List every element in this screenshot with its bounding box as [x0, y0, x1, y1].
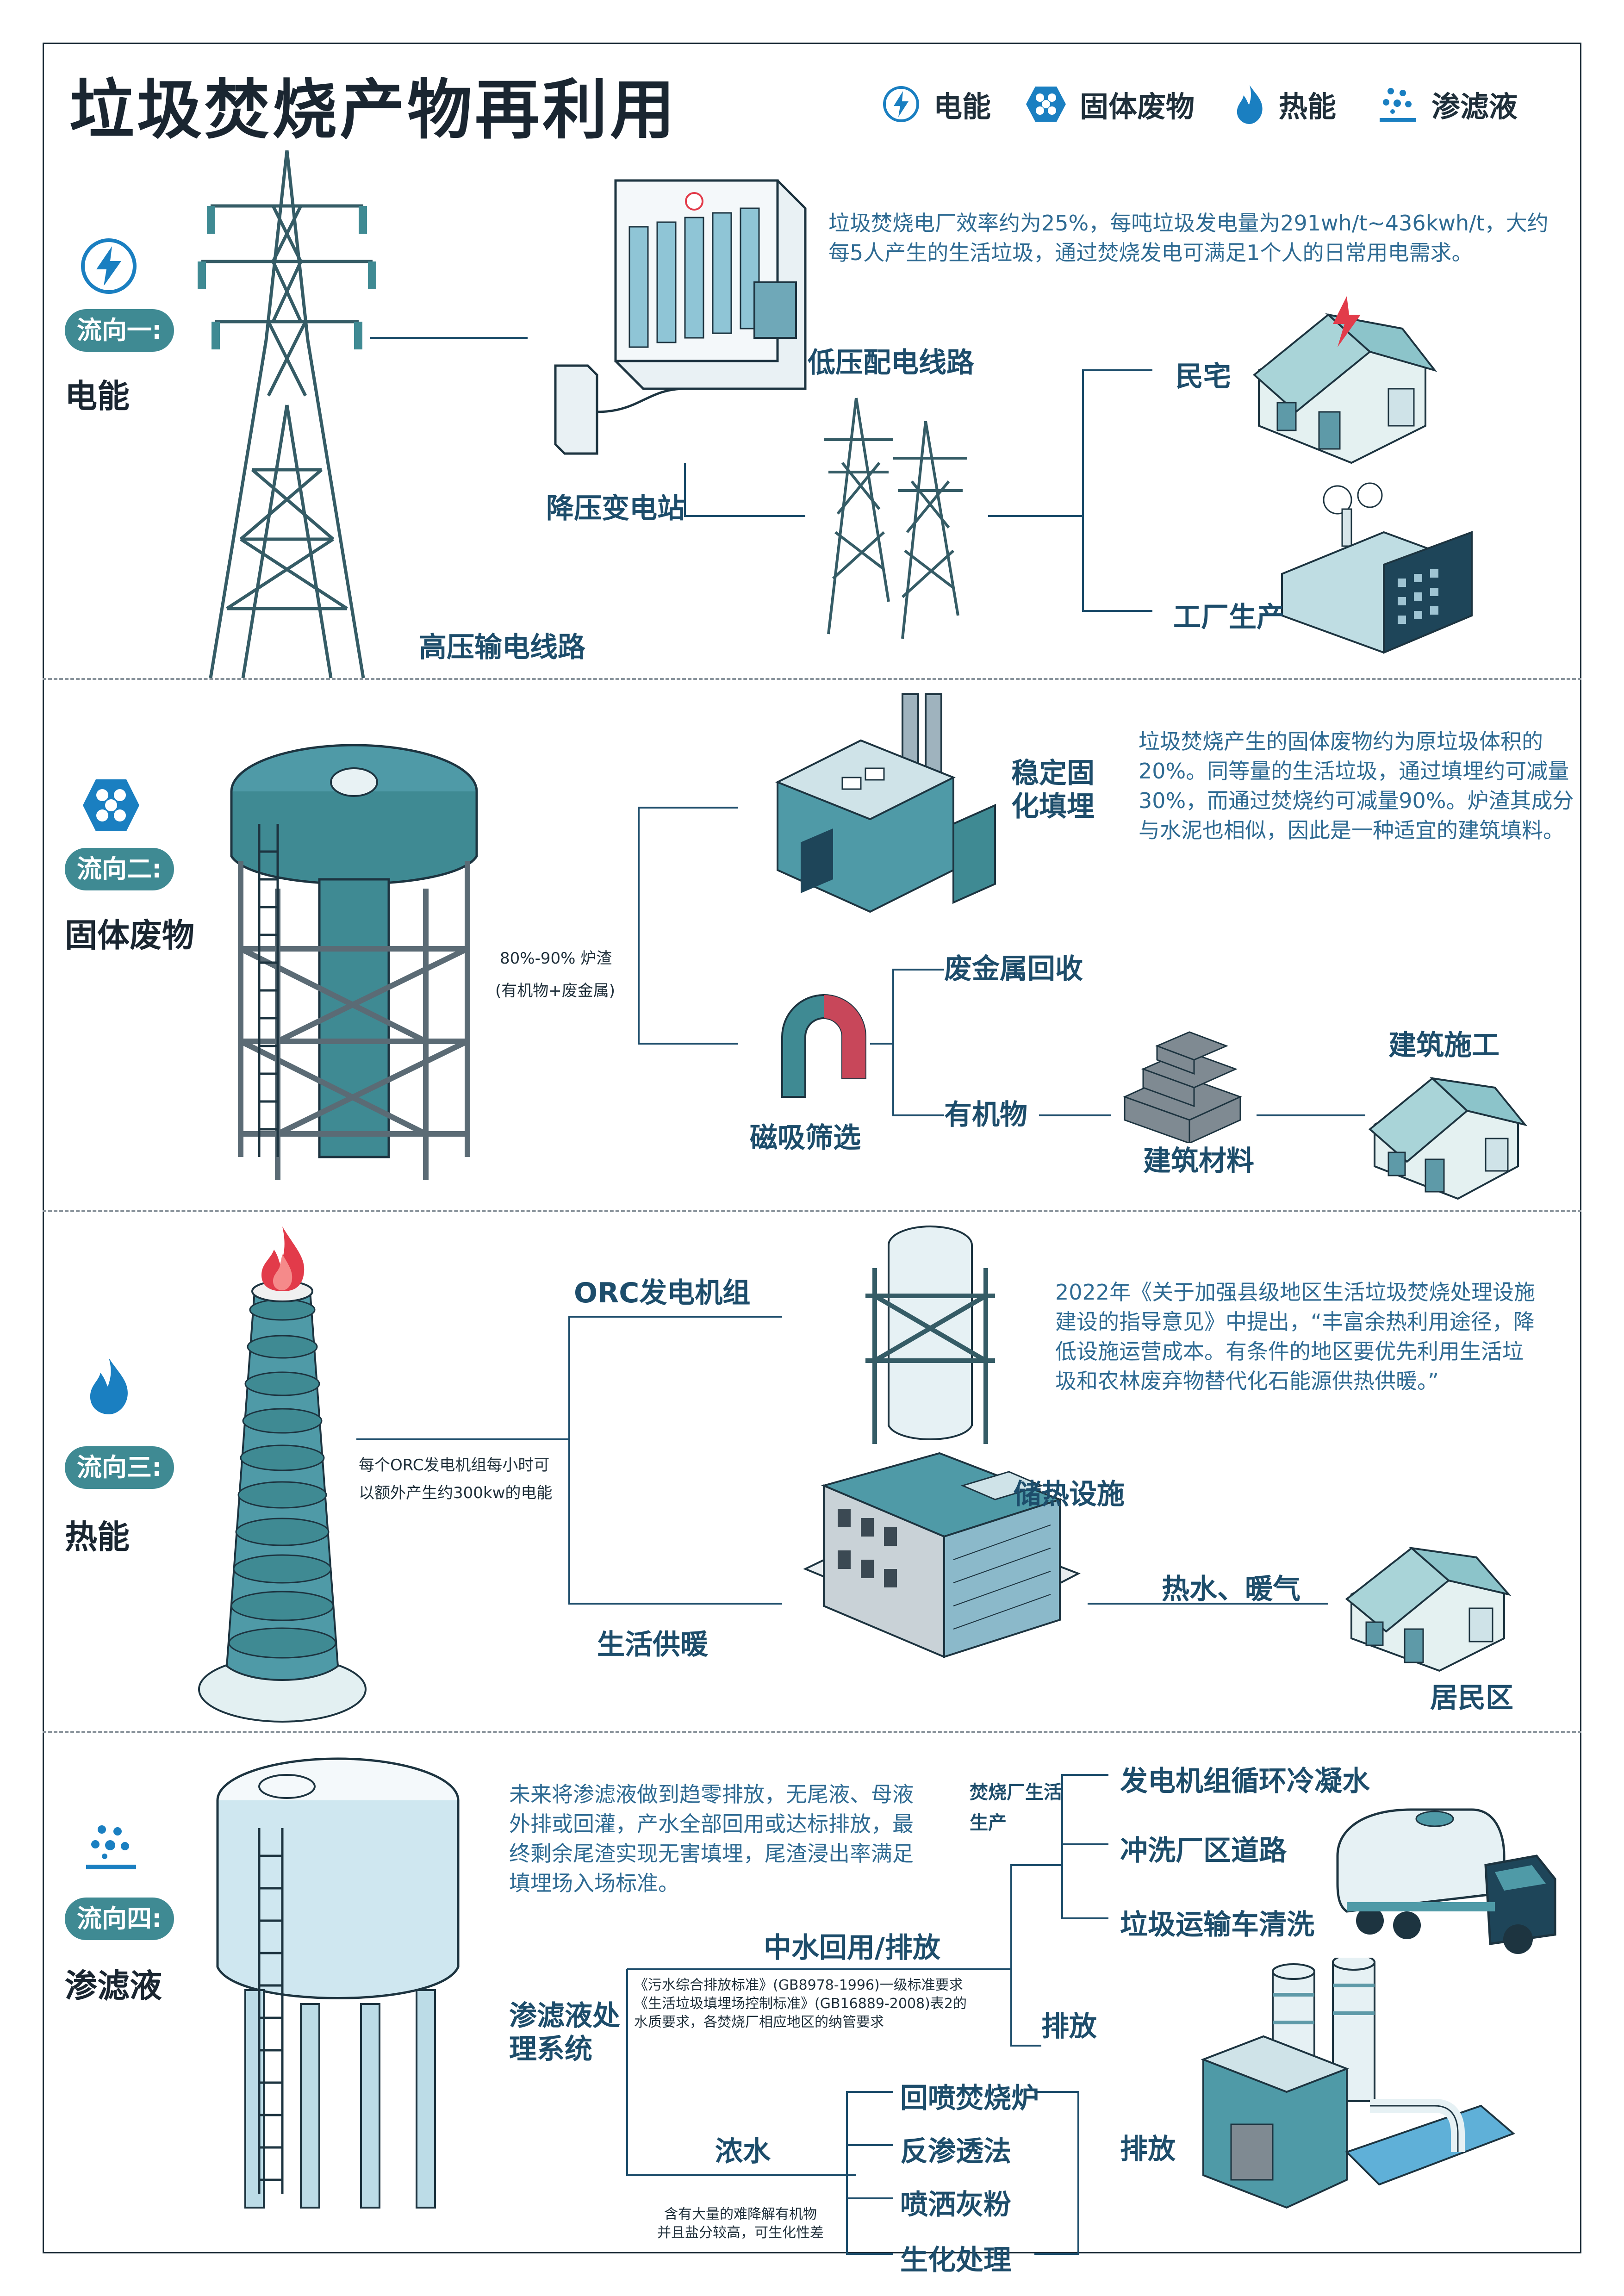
- flow2-name: 固体废物: [65, 916, 194, 954]
- ro-label: 反渗透法: [900, 2135, 1011, 2168]
- flow1-description: 垃圾焚烧电厂效率约为25%，每吨垃圾发电量为291wh/t~436kwh/t，大…: [828, 211, 1549, 265]
- water-tower-illustration: [230, 744, 478, 1180]
- droplets-icon: [86, 1825, 136, 1869]
- factory-illustration: [1281, 482, 1473, 654]
- orc-note-line2: 以额外产生约300kw的电能: [359, 1484, 553, 1502]
- reinject-label: 回喷焚烧炉: [900, 2082, 1039, 2115]
- legend-label-heat: 热能: [1279, 90, 1337, 124]
- hot-water-label: 热水、暖气: [1162, 1573, 1300, 1605]
- standards-note: 《污水综合排放标准》(GB8978-1996)一级标准要求 《生活垃圾填埋场控制…: [634, 1976, 1014, 2032]
- concentrate-note-line: 含有大量的难降解有机物: [664, 2206, 817, 2222]
- flame-icon: [1237, 85, 1263, 124]
- stabilize-label: 稳定固化填埋: [1011, 757, 1095, 823]
- legend-item-electric: 电能: [882, 83, 991, 125]
- organic-label: 有机物: [944, 1099, 1027, 1131]
- residence-illustration: [1252, 296, 1437, 464]
- orc-unit-illustration: [865, 1226, 995, 1444]
- hexagon-cluster-icon: [83, 779, 139, 831]
- storage-label: 储热设施: [1014, 1478, 1125, 1511]
- magnetic-label: 磁吸筛选: [750, 1122, 861, 1154]
- building-material-label: 建筑材料: [1143, 1145, 1254, 1177]
- legend-label-electric: 电能: [933, 90, 991, 124]
- flow1-tag: 流向一:: [65, 309, 174, 352]
- tanker-truck-illustration: [1336, 1808, 1556, 1954]
- concentrate-note: 含有大量的难降解有机物 并且盐分较高，可生化性差: [648, 2205, 833, 2242]
- stabilization-plant-illustration: [775, 693, 996, 913]
- chimney-illustration: [198, 1226, 367, 1723]
- slag-label-line2: (有机物+废金属): [495, 982, 616, 1000]
- high-voltage-tower-illustration: [198, 150, 376, 678]
- concentrate-note-line: 并且盐分较高，可生化性差: [657, 2225, 824, 2241]
- low-voltage-towers-illustration: [824, 398, 967, 639]
- legend-label-solid: 固体废物: [1080, 90, 1195, 124]
- ash-label: 喷洒灰粉: [900, 2189, 1011, 2221]
- scrap-metal-label: 废金属回收: [944, 953, 1083, 985]
- substation-illustration: [554, 179, 807, 455]
- bio-label: 生化处理: [900, 2244, 1011, 2277]
- page-frame: [43, 43, 1581, 2253]
- system-label: 渗滤液处理系统: [509, 2000, 620, 2066]
- magnet-illustration: [781, 994, 866, 1098]
- lightning-icon: [883, 86, 919, 122]
- flow3-tag: 流向三:: [65, 1446, 174, 1489]
- legend-item-leachate: 渗滤液: [1377, 83, 1518, 125]
- flow4-name: 渗滤液: [65, 1967, 162, 2005]
- flame-icon: [90, 1358, 128, 1414]
- discharge1-label: 排放: [1041, 2010, 1097, 2043]
- legend-item-solid: 固体废物: [1025, 83, 1195, 125]
- flow3-name: 热能: [65, 1518, 130, 1556]
- reclaimed-label: 中水回用/排放: [764, 1932, 940, 1964]
- plant-use-label: 焚烧厂生活生产: [970, 1782, 1062, 1834]
- residential-label: 居民区: [1430, 1682, 1513, 1714]
- flow3-description: 2022年《关于加强县级地区生活垃圾焚烧处理设施建设的指导意见》中提出，“丰富余…: [1055, 1280, 1536, 1394]
- flow4-tag: 流向四:: [65, 1898, 174, 1940]
- orc-label: ORC发电机组: [574, 1277, 751, 1309]
- factory-label: 工厂生产: [1173, 601, 1284, 634]
- high-voltage-label: 高压输电线路: [419, 631, 585, 664]
- legend-item-heat: 热能: [1233, 83, 1336, 125]
- concentrate-label: 浓水: [715, 2135, 771, 2168]
- residence-label: 民宅: [1176, 361, 1231, 393]
- section-divider: [43, 1731, 1581, 1733]
- legend-label-leachate: 渗滤液: [1431, 90, 1518, 124]
- heating-label: 生活供暖: [597, 1629, 708, 1661]
- orc-note-line1: 每个ORC发电机组每小时可: [359, 1456, 550, 1475]
- construction-house-illustration: [1368, 1077, 1528, 1200]
- section-divider: [43, 678, 1581, 680]
- discharge2-label: 排放: [1120, 2133, 1176, 2165]
- road-label: 冲洗厂区道路: [1120, 1835, 1287, 1867]
- leachate-tank-illustration: [216, 1757, 460, 2209]
- section-divider: [43, 1210, 1581, 1212]
- heat-storage-illustration: [803, 1452, 1081, 1659]
- lightning-icon: [81, 238, 137, 294]
- cooling-label: 发电机组循环冷凝水: [1120, 1765, 1370, 1798]
- flow1-name: 电能: [65, 377, 130, 415]
- substation-label: 降压变电站: [546, 492, 685, 525]
- incineration-plant-illustration: [1201, 1958, 1515, 2209]
- flow2-tag: 流向二:: [65, 848, 174, 890]
- residential-house-illustration: [1345, 1547, 1512, 1672]
- flow4-description: 未来将渗滤液做到趋零排放，无尾液、母液外排或回灌，产水全部回用或达标排放，最终剩…: [509, 1782, 914, 1896]
- standards-note-line: 《生活垃圾填埋场控制标准》(GB16889-2008)表2的: [634, 1996, 967, 2012]
- droplets-icon: [1380, 88, 1416, 122]
- standards-note-line: 《污水综合排放标准》(GB8978-1996)一级标准要求: [634, 1977, 963, 1993]
- slag-label-line1: 80%-90% 炉渣: [500, 949, 612, 968]
- flow2-description: 垃圾焚烧产生的固体废物约为原垃圾体积的20%。同等量的生活垃圾，通过填埋约可减量…: [1139, 729, 1574, 843]
- standards-note-line: 水质要求，各焚烧厂相应地区的纳管要求: [634, 2014, 884, 2030]
- truck-label: 垃圾运输车清洗: [1120, 1909, 1314, 1941]
- construction-label: 建筑施工: [1388, 1029, 1500, 1062]
- page-title: 垃圾焚烧产物再利用: [69, 73, 678, 148]
- bricks-illustration: [1123, 1031, 1242, 1143]
- hexagon-cluster-icon: [1026, 87, 1066, 122]
- low-voltage-label: 低压配电线路: [808, 347, 974, 379]
